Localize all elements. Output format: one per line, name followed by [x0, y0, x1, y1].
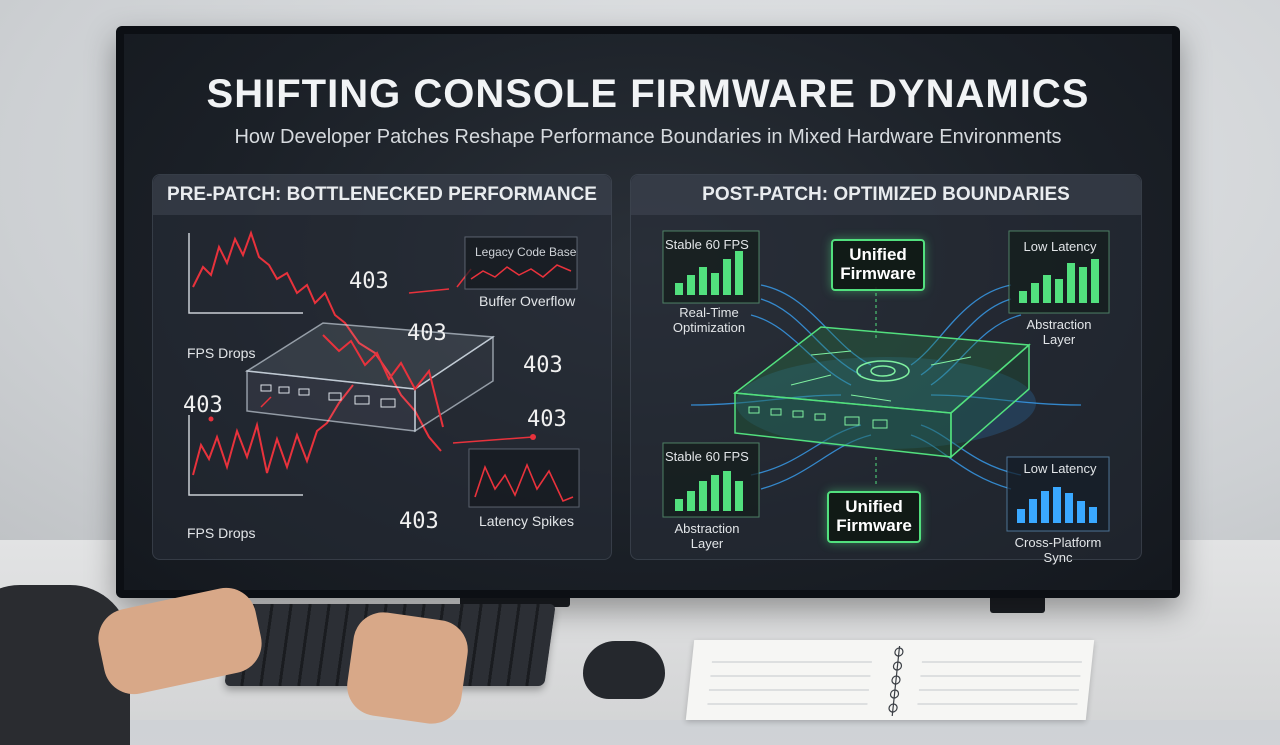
pre-patch-heading: PRE-PATCH: BOTTLENECKED PERFORMANCE — [153, 175, 611, 215]
stable-fps-bars-top — [675, 251, 743, 295]
computer-mouse — [583, 641, 665, 699]
cross-platform-sync-label: Cross-Platform Sync — [1014, 535, 1102, 565]
low-latency-label-bottom: Low Latency — [1023, 461, 1097, 476]
buffer-overflow-label: Buffer Overflow — [479, 293, 576, 309]
notebook — [685, 640, 1095, 720]
page-title: SHIFTING CONSOLE FIRMWARE DYNAMICS — [206, 72, 1090, 116]
optimized-console-device — [733, 326, 1031, 459]
monitor-stand-right — [990, 595, 1045, 613]
legacy-code-line — [470, 264, 572, 280]
monitor: SHIFTING CONSOLE FIRMWARE DYNAMICS How D… — [116, 26, 1180, 598]
low-latency-bars-bottom — [1017, 487, 1097, 523]
fps-axis-bottom — [188, 415, 303, 496]
console-device-outline — [244, 322, 496, 433]
abstraction-layer-label-right: Abstraction Layer — [1026, 317, 1092, 347]
stable-fps-bars-bottom — [675, 471, 743, 511]
fps-drop-line-bottom — [192, 384, 354, 476]
error-code-3: 403 — [523, 353, 563, 378]
abstraction-layer-label-left: Abstraction Layer — [674, 521, 740, 551]
post-patch-panel: POST-PATCH: OPTIMIZED BOUNDARIES — [630, 174, 1142, 565]
error-code-4: 403 — [183, 393, 223, 418]
latency-spike-line — [474, 462, 574, 503]
error-code-2: 403 — [407, 321, 447, 346]
low-latency-bars-top — [1019, 259, 1099, 303]
latency-spikes-label: Latency Spikes — [479, 513, 574, 529]
bottleneck-line-center — [322, 334, 444, 428]
monitor-screen: SHIFTING CONSOLE FIRMWARE DYNAMICS How D… — [124, 34, 1172, 590]
legacy-code-label: Legacy Code Base — [475, 245, 577, 259]
error-code-5: 403 — [527, 407, 567, 432]
pre-patch-panel: PRE-PATCH: BOTTLENECKED PERFORMANCE — [152, 174, 612, 560]
unified-firmware-box-bottom: Unified Firmware — [827, 491, 921, 543]
fps-drops-label-bottom: FPS Drops — [187, 525, 256, 541]
fps-drops-label-top: FPS Drops — [187, 345, 256, 361]
pre-patch-illustration — [188, 229, 580, 508]
stable-fps-label-top: Stable 60 FPS — [665, 237, 749, 252]
error-code-6: 403 — [399, 509, 439, 534]
right-hand — [343, 608, 472, 728]
error-code-1: 403 — [349, 269, 389, 294]
post-patch-heading: POST-PATCH: OPTIMIZED BOUNDARIES — [631, 175, 1141, 215]
stable-fps-label-bottom: Stable 60 FPS — [665, 449, 749, 464]
realtime-optimization-label: Real-Time Optimization — [672, 305, 746, 335]
unified-firmware-box-top: Unified Firmware — [831, 239, 925, 291]
fps-axis-top — [188, 233, 303, 314]
page-subtitle: How Developer Patches Reshape Performanc… — [234, 126, 1062, 148]
low-latency-label-top: Low Latency — [1023, 239, 1097, 254]
post-patch-illustration — [662, 230, 1110, 532]
fps-drop-line-top — [192, 229, 442, 452]
